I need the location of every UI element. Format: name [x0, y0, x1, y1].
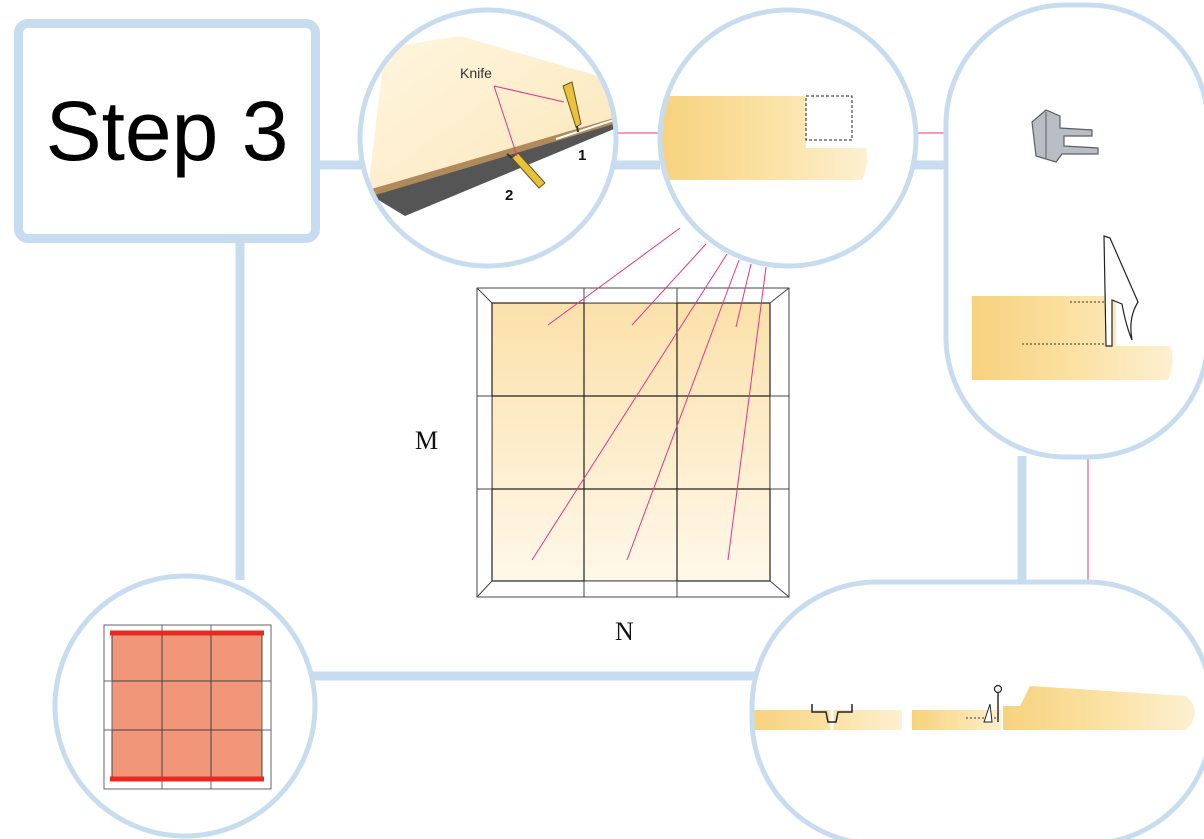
clip-icon [1031, 109, 1099, 163]
step-title-box: Step 3 [14, 19, 320, 243]
knife-blade-icon [1103, 235, 1139, 347]
grid-tiles [491, 302, 771, 582]
connectors [235, 160, 1027, 681]
pin-icon [983, 684, 1003, 723]
knife-number-1: 1 [578, 147, 586, 164]
step-title: Step 3 [45, 84, 289, 178]
knife-detail-circle: Knife 1 2 [357, 7, 619, 269]
floor-grid [476, 287, 790, 598]
knife-number-2: 2 [505, 187, 513, 204]
side-label-n: N [615, 617, 634, 646]
profile-cut-circle [657, 7, 919, 269]
tile-layout-circle [52, 573, 318, 839]
joint-detail-pill [749, 579, 1204, 839]
knife-1-icon [562, 81, 582, 133]
side-label-m: M [415, 426, 439, 455]
cut-outline [805, 95, 853, 141]
leader-lines-grid [531, 227, 767, 561]
knife-label: Knife [460, 65, 492, 81]
clip-detail-pill [943, 2, 1204, 460]
knife-2-icon [506, 152, 546, 189]
leader-lines-outer [614, 132, 1089, 582]
